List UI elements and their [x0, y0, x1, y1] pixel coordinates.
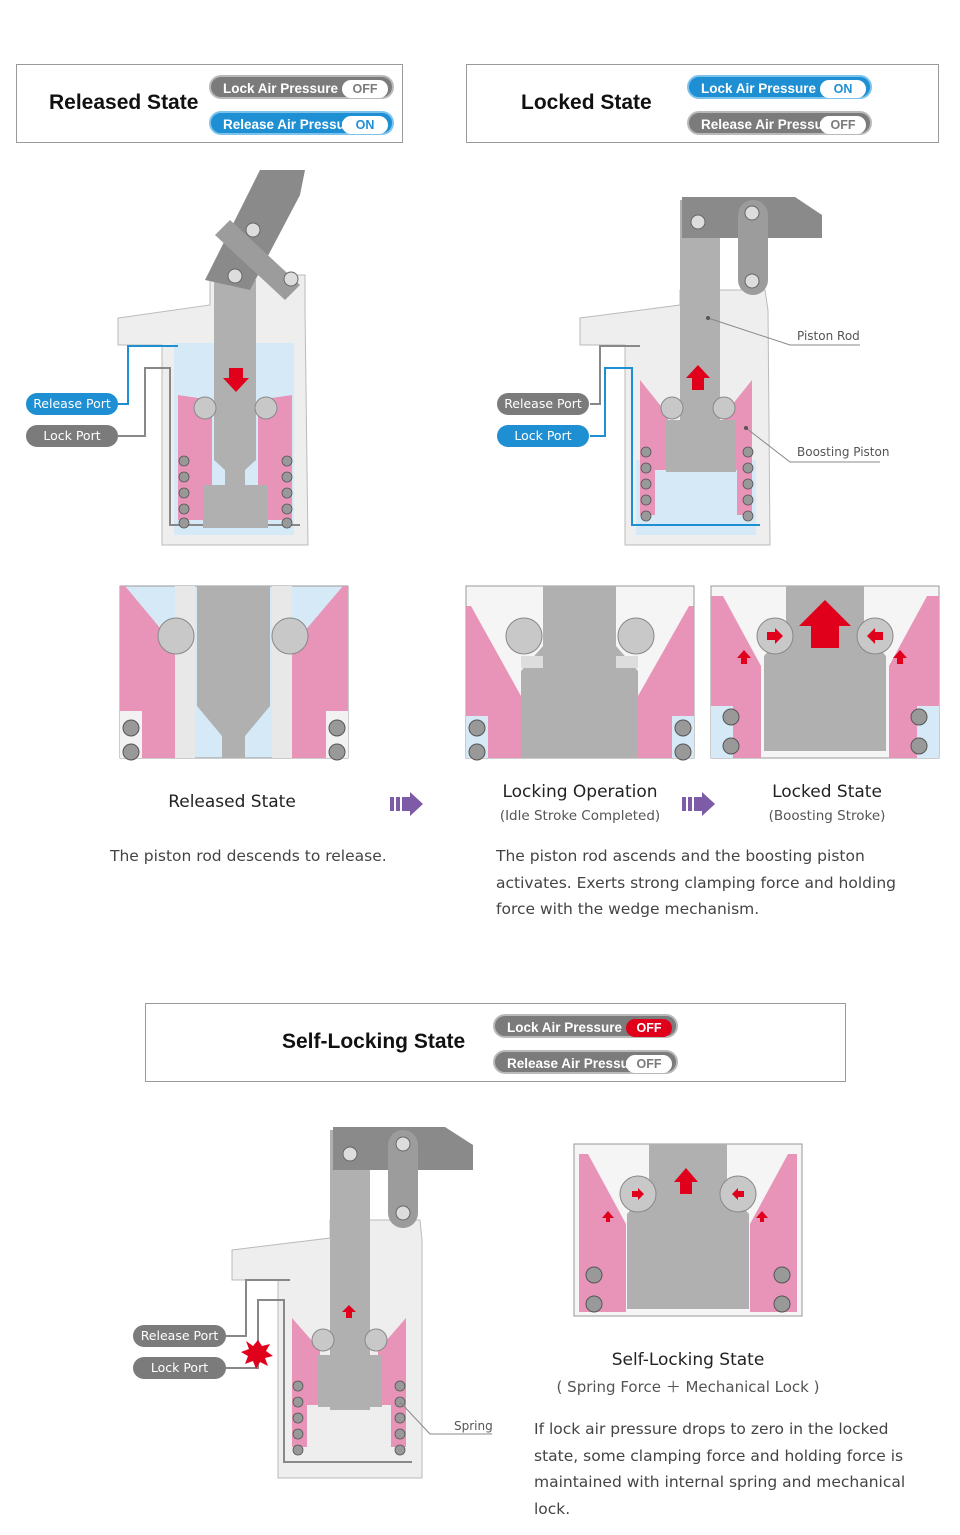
released-state-box: Released State Lock Air Pressure OFF Rel…	[16, 64, 403, 143]
lock-air-pressure-indicator: Lock Air Pressure OFF	[493, 1014, 678, 1038]
lock-air-pressure-label: Lock Air Pressure	[507, 1020, 623, 1035]
self-locking-state-box: Self-Locking State Lock Air Pressure OFF…	[145, 1003, 846, 1082]
lock-air-pressure-toggle: ON	[820, 80, 866, 98]
lock-air-pressure-toggle: OFF	[626, 1019, 672, 1037]
lock-air-pressure-label: Lock Air Pressure	[701, 81, 817, 96]
locked-state-box: Locked State Lock Air Pressure ON Releas…	[466, 64, 939, 143]
lock-air-pressure-indicator: Lock Air Pressure OFF	[209, 75, 394, 99]
release-air-pressure-label: Release Air Pressure	[507, 1056, 642, 1071]
release-air-pressure-toggle: OFF	[626, 1055, 672, 1073]
locked-step-title: Locked State	[772, 782, 882, 802]
self-locking-caption-subtitle: ( Spring Force ＋ Mechanical Lock )	[556, 1378, 820, 1396]
release-air-pressure-indicator: Release Air Pressure OFF	[687, 111, 872, 135]
locked-step-subtitle: (Boosting Stroke)	[768, 808, 886, 824]
boosting-piston-callout: Boosting Piston	[797, 445, 890, 459]
release-air-pressure-label: Release Air Pressure	[223, 117, 358, 132]
self-locking-description: If lock air pressure drops to zero in th…	[534, 1420, 906, 1518]
self-locking-detail-view	[573, 1143, 803, 1317]
release-air-pressure-toggle: OFF	[820, 116, 866, 134]
lock-port-label: Lock Port	[133, 1357, 226, 1379]
locked-state-title: Locked State	[521, 91, 652, 114]
released-clamp-diagram	[117, 170, 309, 546]
release-air-pressure-indicator: Release Air Pressure OFF	[493, 1050, 678, 1074]
step-arrow-icon	[682, 792, 715, 816]
locking-operation-detail-view	[465, 585, 695, 761]
locking-step-title: Locking Operation	[502, 782, 658, 802]
released-description: The piston rod descends to release.	[110, 847, 387, 865]
released-state-title: Released State	[49, 91, 199, 114]
spring-callout: Spring	[454, 1419, 493, 1433]
locking-step-subtitle: (Idle Stroke Completed)	[499, 808, 661, 824]
lock-port-label: Lock Port	[497, 425, 589, 447]
step-arrow-icon	[390, 792, 423, 816]
release-air-pressure-indicator: Release Air Pressure ON	[209, 111, 394, 135]
lock-air-pressure-toggle: OFF	[342, 80, 388, 98]
locked-clamp-diagram	[579, 197, 880, 546]
release-air-pressure-toggle: ON	[342, 116, 388, 134]
lock-port-label: Lock Port	[26, 425, 118, 447]
self-locking-caption-title: Self-Locking State	[611, 1350, 765, 1370]
release-port-label: Release Port	[497, 393, 589, 415]
release-port-label: Release Port	[133, 1325, 226, 1347]
piston-rod-callout: Piston Rod	[797, 329, 860, 343]
release-port-label: Release Port	[26, 393, 118, 415]
released-step-title: Released State	[168, 792, 296, 812]
lock-air-pressure-indicator: Lock Air Pressure ON	[687, 75, 872, 99]
locked-detail-view	[710, 585, 940, 759]
release-air-pressure-label: Release Air Pressure	[701, 117, 836, 132]
self-locking-state-title: Self-Locking State	[282, 1030, 466, 1053]
released-detail-view	[119, 585, 349, 761]
lock-air-pressure-label: Lock Air Pressure	[223, 81, 339, 96]
locked-description: The piston rod ascends and the boosting …	[496, 847, 896, 918]
